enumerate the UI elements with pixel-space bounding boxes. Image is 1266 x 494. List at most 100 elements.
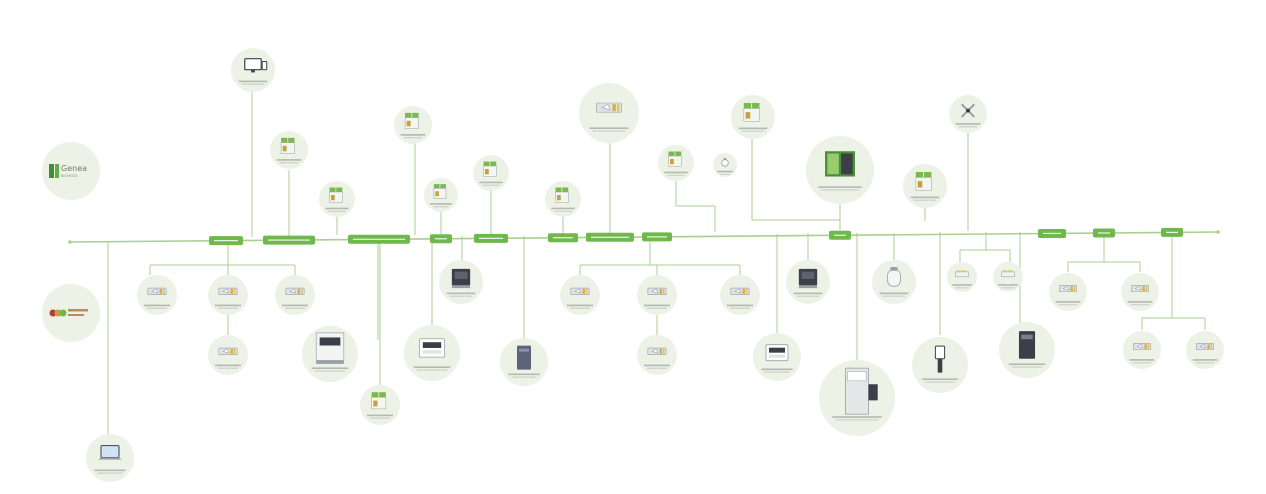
- product-node: [947, 262, 977, 292]
- product-node: [424, 178, 458, 212]
- product-node: [473, 155, 509, 191]
- genea-logo-name: Genea: [61, 164, 87, 173]
- category-chip: [348, 234, 410, 244]
- product-node: [1121, 273, 1159, 311]
- product-node: [579, 83, 639, 143]
- cassette-icon: [1132, 343, 1152, 351]
- product-node: [658, 145, 694, 181]
- brand-logos: Genea BIOMEDX: [42, 142, 100, 342]
- category-chip: [1161, 227, 1183, 237]
- product-node: [993, 262, 1023, 292]
- product-node: [903, 164, 947, 208]
- kits-icon: [433, 184, 447, 199]
- tools-icon: [960, 103, 976, 118]
- product-node: [500, 338, 548, 386]
- logo-icon: [49, 164, 54, 178]
- rack-icon: [825, 151, 855, 177]
- grey_box-icon: [517, 345, 531, 370]
- partner-logo-icon: [49, 309, 57, 317]
- cassette-icon: [1130, 285, 1150, 293]
- inc_light-icon: [765, 344, 789, 362]
- category-chip: [1093, 228, 1115, 238]
- product-nodes: [86, 48, 1224, 482]
- product-node: [302, 326, 358, 382]
- tank-icon: [1018, 331, 1036, 359]
- timeline-end-dot: [1216, 230, 1220, 234]
- cassette-icon: [730, 287, 750, 296]
- kits-icon: [668, 151, 682, 167]
- product-node: [231, 48, 275, 92]
- kits-icon: [743, 102, 760, 122]
- cassette-icon: [1058, 285, 1078, 293]
- kits-icon: [404, 112, 419, 129]
- category-chip: [430, 234, 452, 244]
- product-node: [404, 325, 460, 381]
- product-circle: [579, 83, 639, 143]
- product-node: [720, 275, 760, 315]
- cassette-icon: [218, 347, 238, 356]
- product-node: [270, 131, 308, 169]
- kits-icon: [329, 187, 343, 203]
- product-node: [786, 260, 830, 304]
- inc_light-icon: [418, 338, 446, 358]
- product-node: [86, 434, 134, 482]
- product-node: [208, 275, 248, 315]
- category-chips: [209, 227, 1183, 246]
- category-chip: [263, 235, 315, 245]
- laptop-icon: [98, 445, 122, 460]
- kits-icon: [483, 161, 497, 177]
- product-node: [806, 136, 874, 204]
- category-chip: [586, 232, 634, 242]
- inc_dark-icon: [451, 268, 471, 289]
- product-node: [637, 335, 677, 375]
- inc_dark-icon: [798, 268, 818, 289]
- product-node: [360, 385, 400, 425]
- kits-icon: [371, 392, 387, 410]
- product-node: [637, 275, 677, 315]
- cassette-icon: [1195, 343, 1215, 351]
- partner-logo: [42, 284, 100, 342]
- category-chip: [474, 233, 508, 243]
- cassette-icon: [647, 347, 667, 356]
- product-node: [819, 360, 895, 436]
- product-node: [394, 106, 432, 144]
- product-node: [872, 260, 916, 304]
- genea-logo: Genea BIOMEDX: [42, 142, 100, 200]
- category-chip: [642, 232, 672, 242]
- product-node: [545, 181, 581, 217]
- station-icon: [315, 332, 345, 364]
- kits-icon: [280, 137, 295, 154]
- product-node: [1186, 331, 1224, 369]
- kits-icon: [555, 187, 569, 203]
- product-node: [439, 260, 483, 304]
- product-node: [912, 337, 968, 393]
- product-node: [753, 333, 801, 381]
- connector-lines: [107, 82, 1206, 435]
- category-chip: [829, 230, 851, 240]
- product-node: [731, 95, 775, 139]
- genea-logo-sub: BIOMEDX: [61, 174, 78, 178]
- tray-icon: [1001, 269, 1015, 278]
- cassette-icon: [285, 287, 305, 296]
- product-node: [319, 181, 355, 217]
- category-chip: [209, 236, 243, 246]
- bottle-icon: [887, 267, 901, 287]
- product-node: [137, 275, 177, 315]
- product-node: [275, 275, 315, 315]
- monitor-icon: [244, 58, 268, 73]
- product-node: [560, 275, 600, 315]
- product-node: [949, 95, 987, 133]
- vial-icon: [721, 157, 729, 167]
- product-node: [1123, 331, 1161, 369]
- category-chip: [548, 233, 578, 243]
- tray-icon: [955, 269, 969, 278]
- product-node: [713, 153, 737, 177]
- cassette-icon: [570, 287, 590, 296]
- product-node: [1049, 273, 1087, 311]
- cassette-icon: [596, 102, 622, 113]
- kiosk-icon: [934, 345, 946, 373]
- cassette-icon: [218, 287, 238, 296]
- product-node: [999, 322, 1055, 378]
- big_inst-icon: [845, 367, 878, 415]
